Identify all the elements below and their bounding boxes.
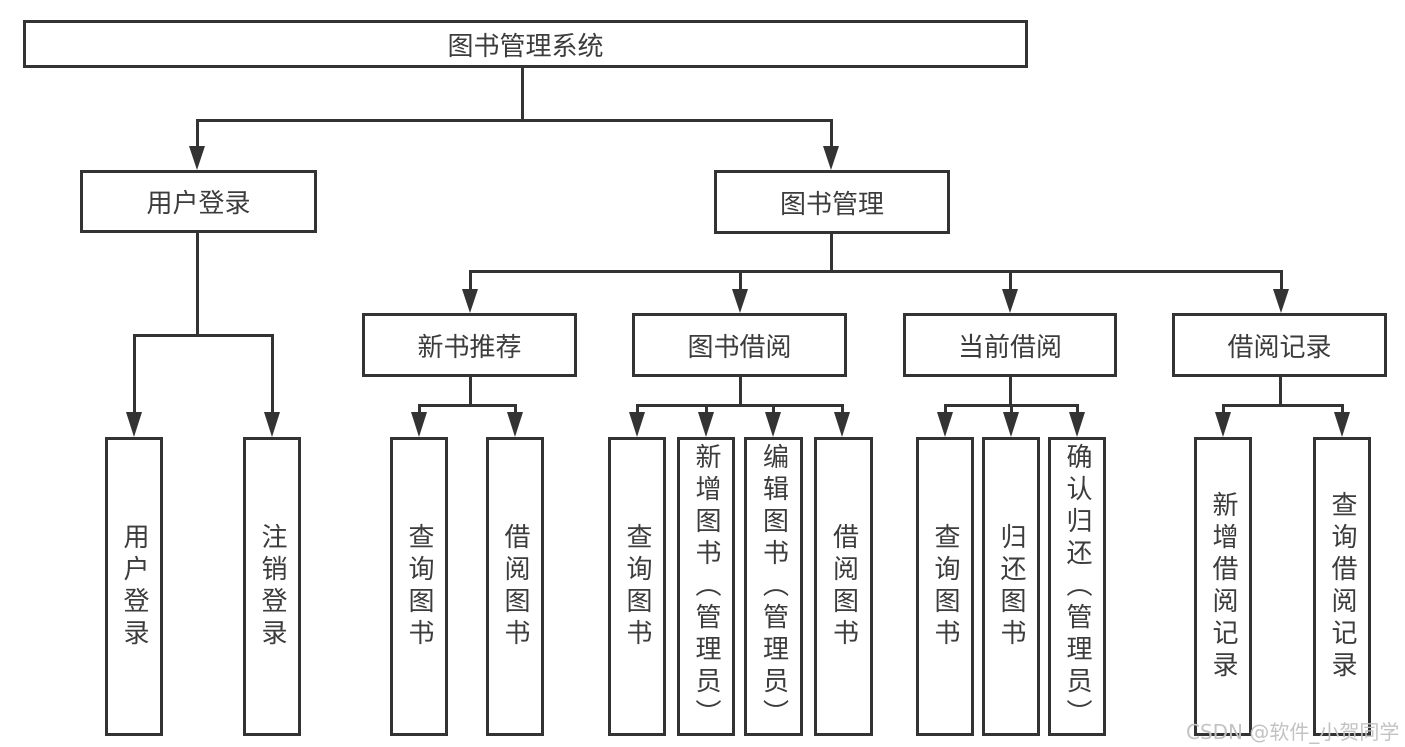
connector-bar	[1222, 404, 1344, 407]
arrow-down-icon	[1334, 412, 1350, 437]
arrow-down-icon	[126, 412, 142, 437]
connector-book-mgmt-split-stem	[830, 232, 833, 273]
connector-leaf-stem	[841, 404, 844, 416]
node-new-book-recommend: 新书推荐	[362, 313, 577, 377]
leaf-user-login: 用户登录	[105, 437, 163, 736]
connector-user-login-stem	[196, 119, 199, 150]
connector-split-stem	[1009, 375, 1012, 407]
arrow-down-icon	[264, 412, 280, 437]
arrow-down-icon	[462, 289, 478, 313]
connector-leaf-stem	[418, 404, 421, 416]
arrow-down-icon	[629, 412, 645, 437]
connector-level3-stem	[739, 270, 742, 293]
leaf-confirm-return-admin: 确认归还（管理员）	[1048, 437, 1106, 736]
arrow-down-icon	[834, 412, 850, 437]
connector-split-stem	[469, 375, 472, 407]
arrow-down-icon	[189, 146, 205, 170]
leaf-query-books-recommend: 查询图书	[390, 437, 448, 736]
connector-level3-bar	[469, 270, 1283, 273]
node-book-borrow: 图书借阅	[632, 313, 847, 377]
leaf-add-book-admin: 新增图书（管理员）	[677, 437, 735, 736]
arrow-down-icon	[507, 412, 523, 437]
leaf-logout: 注销登录	[243, 437, 301, 736]
arrow-down-icon	[732, 289, 748, 313]
arrow-down-icon	[1215, 412, 1231, 437]
connector-bar	[636, 404, 844, 407]
connector-split-stem	[1279, 375, 1282, 407]
leaf-query-books-current: 查询图书	[916, 437, 974, 736]
arrow-down-icon	[765, 412, 781, 437]
connector-leaf-stem	[133, 334, 136, 418]
connector-leaf-stem	[1341, 404, 1344, 416]
connector-level3-stem	[1280, 270, 1283, 293]
connector-level3-stem	[1009, 270, 1012, 293]
node-borrow-records: 借阅记录	[1172, 313, 1387, 377]
connector-leaf-stem	[1222, 404, 1225, 416]
connector-user-login-bar	[133, 334, 274, 337]
connector-leaf-stem	[514, 404, 517, 416]
arrow-down-icon	[1273, 289, 1289, 313]
node-book-management: 图书管理	[714, 170, 950, 234]
connector-leaf-stem	[705, 404, 708, 416]
node-library-system: 图书管理系统	[23, 20, 1028, 68]
arrow-down-icon	[823, 146, 839, 170]
leaf-query-books-borrow: 查询图书	[608, 437, 666, 736]
arrow-down-icon	[1003, 412, 1019, 437]
connector-level3-stem	[469, 270, 472, 293]
connector-root-bar	[196, 119, 833, 122]
connector-leaf-stem	[1076, 404, 1079, 416]
connector-root-stem	[521, 66, 524, 122]
connector-leaf-stem	[1010, 404, 1013, 416]
connector-book-mgmt-stem	[830, 119, 833, 150]
connector-leaf-stem	[772, 404, 775, 416]
leaf-add-borrow-record: 新增借阅记录	[1194, 437, 1252, 736]
csdn-watermark: CSDN @软件_小贺同学	[1186, 720, 1400, 744]
connector-leaf-stem	[271, 334, 274, 418]
arrow-down-icon	[1069, 412, 1085, 437]
connector-user-login-split-stem	[196, 231, 199, 337]
node-user-login: 用户登录	[80, 170, 317, 233]
arrow-down-icon	[698, 412, 714, 437]
arrow-down-icon	[411, 412, 427, 437]
connector-leaf-stem	[944, 404, 947, 416]
connector-split-stem	[739, 375, 742, 407]
leaf-borrow-books: 借阅图书	[814, 437, 873, 736]
arrow-down-icon	[1002, 289, 1018, 313]
connector-leaf-stem	[636, 404, 639, 416]
leaf-query-borrow-record: 查询借阅记录	[1313, 437, 1371, 736]
leaf-return-book: 归还图书	[982, 437, 1040, 736]
arrow-down-icon	[937, 412, 953, 437]
connector-bar	[418, 404, 517, 407]
node-current-borrow: 当前借阅	[903, 313, 1117, 377]
leaf-borrow-books-recommend: 借阅图书	[486, 437, 544, 736]
leaf-edit-book-admin: 编辑图书（管理员）	[744, 437, 803, 736]
